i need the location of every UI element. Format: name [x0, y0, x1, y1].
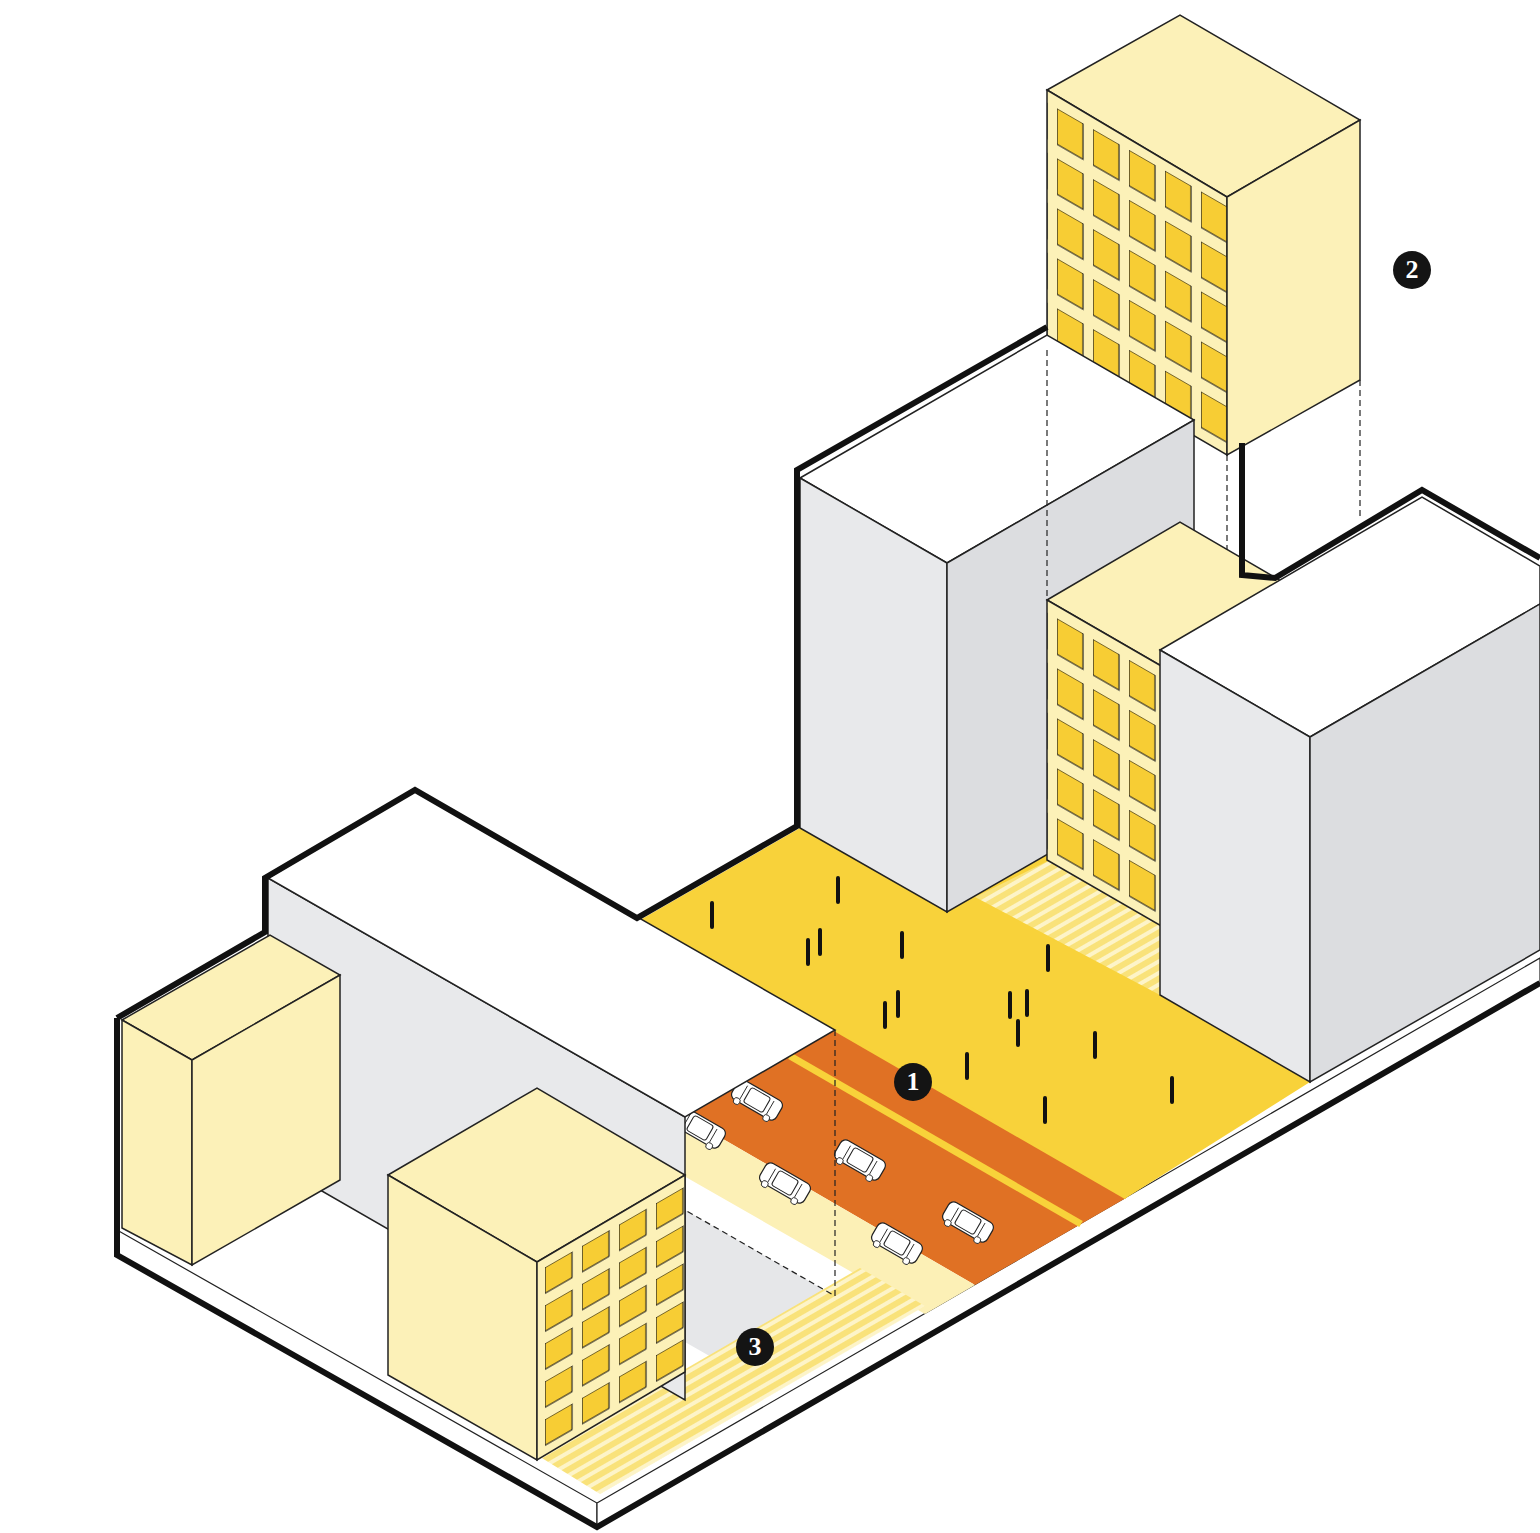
building-face	[192, 975, 340, 1265]
silhouette-line	[117, 327, 1047, 1018]
building-face	[1310, 604, 1540, 1082]
building-face	[388, 1175, 537, 1460]
callout-marker: 3	[736, 1328, 774, 1366]
building-face	[537, 1175, 685, 1460]
callout-marker: 2	[1393, 251, 1431, 289]
silhouette-line	[1242, 443, 1540, 578]
car	[756, 1161, 813, 1209]
callout-number: 3	[749, 1334, 762, 1360]
car	[939, 1200, 996, 1248]
silhouette-line	[117, 983, 1540, 1527]
callout-marker: 1	[894, 1063, 932, 1101]
building-face	[122, 1020, 192, 1265]
projection-line	[685, 1030, 835, 1296]
road-median	[790, 1056, 1081, 1224]
building-face	[800, 478, 947, 912]
windows	[537, 1175, 685, 1460]
callout-number: 1	[907, 1069, 920, 1095]
building-face	[1227, 120, 1360, 455]
building-face	[1160, 650, 1310, 1082]
building-roof	[268, 790, 835, 1117]
car	[868, 1221, 925, 1269]
car	[831, 1138, 888, 1186]
callout-number: 2	[1406, 257, 1419, 283]
